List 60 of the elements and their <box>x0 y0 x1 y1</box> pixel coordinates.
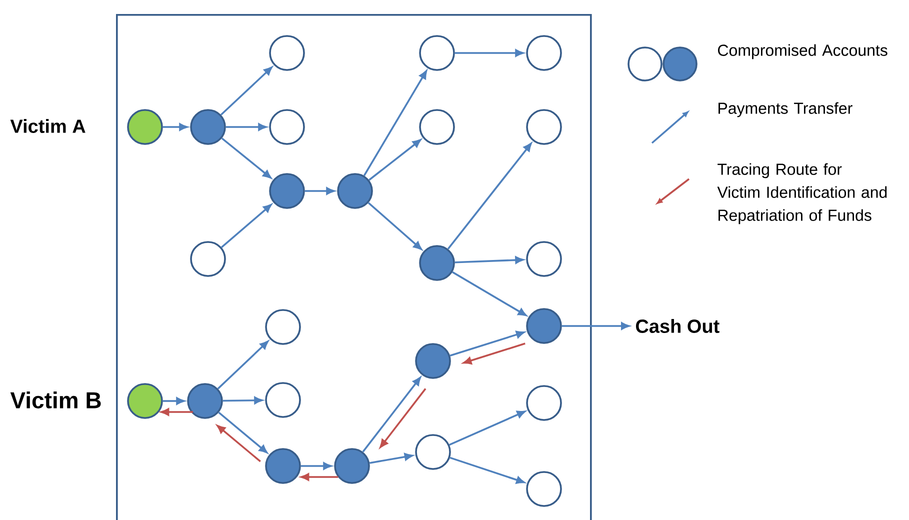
transfer-arrow <box>220 204 272 248</box>
account-circle <box>415 343 451 379</box>
transfer-arrow <box>300 462 332 470</box>
victim-label: Victim B <box>10 392 101 408</box>
transfer-arrow <box>454 49 524 57</box>
tracing-arrow <box>380 388 426 448</box>
account-circle <box>337 173 373 209</box>
account-circle <box>269 35 305 71</box>
network-frame <box>116 14 592 520</box>
transfer-arrow <box>362 376 421 452</box>
account-circle <box>526 471 562 507</box>
transfer-arrow <box>368 202 422 250</box>
tracing-arrow <box>463 342 526 364</box>
transfer-arrow <box>222 396 263 404</box>
account-circle <box>419 35 455 71</box>
transfer-arrow <box>221 138 272 178</box>
transfer-arrow <box>162 397 185 405</box>
transfer-arrow <box>304 187 335 195</box>
account-circle <box>127 109 163 145</box>
transfer-arrow <box>450 330 525 356</box>
account-circle <box>526 385 562 421</box>
account-circle <box>419 109 455 145</box>
account-circle <box>419 245 455 281</box>
account-circle <box>526 241 562 277</box>
transfer-arrow <box>454 256 524 264</box>
legend-text: Payments Transfer <box>718 102 852 118</box>
legend-text: Tracing Route for Victim Identification and Repatriation of Funds <box>717 163 887 224</box>
transfer-arrow <box>220 66 272 116</box>
transfer-arrow <box>217 340 268 390</box>
account-circle <box>269 109 305 145</box>
transfer-arrow <box>449 410 526 446</box>
transfer-arrow <box>363 70 428 176</box>
account-circle <box>265 448 301 484</box>
transfer-arrow <box>368 139 422 181</box>
cash-out-text: Cash Out <box>636 319 720 333</box>
account-circle <box>526 308 562 344</box>
victim-label: Victim A <box>10 119 86 133</box>
account-circle <box>265 382 301 418</box>
account-circle <box>127 383 163 419</box>
transfer-arrow <box>562 322 630 330</box>
transfer-arrow <box>226 123 267 131</box>
account-circle <box>187 383 223 419</box>
account-circle <box>265 309 301 345</box>
tracing-arrow <box>216 425 261 462</box>
transfer-arrow <box>218 412 268 454</box>
transfer-arrow <box>370 453 413 464</box>
account-circle <box>190 109 226 145</box>
transfer-arrow <box>452 271 527 316</box>
account-circle <box>269 173 305 209</box>
account-circle <box>526 35 562 71</box>
legend-text: Compromised Accounts <box>718 44 888 60</box>
account-circle <box>526 109 562 145</box>
transfer-arrow <box>447 142 532 250</box>
tracing-arrow <box>160 408 193 416</box>
account-circle <box>334 448 370 484</box>
transfer-arrow <box>162 123 188 131</box>
transfer-arrow <box>450 456 525 484</box>
account-circle <box>190 241 226 277</box>
tracing-arrow <box>300 473 338 481</box>
account-circle <box>415 434 451 470</box>
